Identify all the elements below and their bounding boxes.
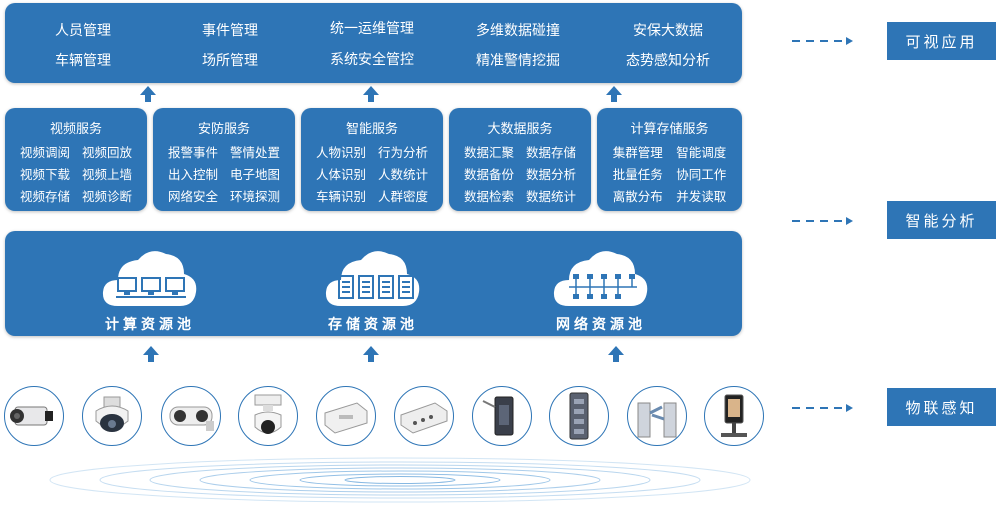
service-item: 环境探测 — [229, 190, 280, 204]
app-item[interactable]: 场所管理 — [202, 52, 258, 68]
service-item: 协同工作 — [676, 168, 727, 182]
service-item: 出入控制 — [167, 168, 218, 182]
service-item: 数据存储 — [525, 146, 576, 160]
service-item: 警情处置 — [229, 146, 280, 160]
app-item[interactable]: 态势感知分析 — [626, 52, 710, 68]
service-item: 视频存储 — [19, 190, 70, 204]
app-item[interactable]: 人员管理 — [55, 22, 111, 38]
resource-pool-panel: 计算资源池 存储资源池 网络资源池 — [5, 231, 742, 336]
box-camera-icon[interactable] — [4, 386, 64, 446]
dashed-arrow-icon — [792, 217, 853, 225]
service-item: 车辆识别 — [315, 190, 366, 204]
signal-ripples-icon — [49, 457, 751, 503]
access-controller-icon[interactable] — [316, 386, 376, 446]
service-item: 集群管理 — [612, 146, 663, 160]
service-item: 人体识别 — [315, 168, 366, 182]
app-item[interactable]: 精准警情挖掘 — [476, 52, 560, 68]
service-box-security[interactable]: 安防服务 报警事件 警情处置 出入控制 电子地图 网络安全 环境探测 — [153, 108, 295, 211]
up-arrow-icon — [608, 346, 624, 362]
up-arrow-icon — [143, 346, 159, 362]
service-item: 视频下载 — [19, 168, 70, 182]
door-access-panel-icon[interactable] — [549, 386, 609, 446]
service-item: 数据备份 — [463, 168, 514, 182]
computer-cluster-icon — [102, 251, 197, 306]
service-item: 数据统计 — [525, 190, 576, 204]
service-item: 智能调度 — [676, 146, 727, 160]
app-item[interactable]: 系统安全管控 — [330, 51, 414, 67]
service-item: 行为分析 — [377, 146, 428, 160]
service-title: 大数据服务 — [487, 121, 553, 136]
application-panel: 人员管理 车辆管理 事件管理 场所管理 统一运维管理 系统安全管控 多维数据碰撞… — [5, 3, 742, 83]
up-arrow-icon — [363, 86, 379, 102]
service-item: 数据分析 — [525, 168, 576, 182]
face-recognition-terminal-icon[interactable] — [704, 386, 764, 446]
up-arrow-icon — [140, 86, 156, 102]
multi-lens-camera-icon[interactable] — [161, 386, 221, 446]
layer-label-analysis: 智能分析 — [887, 201, 996, 239]
service-item: 批量任务 — [612, 168, 663, 182]
service-title: 智能服务 — [345, 121, 398, 136]
service-item: 并发读取 — [676, 190, 727, 204]
storage-server-icon — [325, 251, 420, 306]
pool-label: 存储资源池 — [328, 316, 418, 332]
service-title: 安防服务 — [197, 121, 250, 136]
alarm-controller-icon[interactable] — [394, 386, 454, 446]
layer-label-application: 可视应用 — [887, 22, 996, 60]
up-arrow-icon — [606, 86, 622, 102]
service-title: 视频服务 — [49, 121, 102, 136]
service-item: 人物识别 — [315, 146, 366, 160]
up-arrow-icon — [363, 346, 379, 362]
service-item: 人数统计 — [377, 168, 428, 182]
service-box-bigdata[interactable]: 大数据服务 数据汇聚 数据存储 数据备份 数据分析 数据检索 数据统计 — [449, 108, 591, 211]
service-item: 网络安全 — [167, 190, 218, 204]
app-item[interactable]: 统一运维管理 — [330, 20, 414, 36]
service-item: 视频调阅 — [19, 146, 70, 160]
service-item: 数据检索 — [463, 190, 514, 204]
service-box-compute-storage[interactable]: 计算存储服务 集群管理 智能调度 批量任务 协同工作 离散分布 并发读取 — [597, 108, 742, 211]
layer-label-perception: 物联感知 — [887, 388, 996, 426]
service-item: 报警事件 — [167, 146, 218, 160]
service-item: 数据汇聚 — [463, 146, 514, 160]
ptz-camera-icon[interactable] — [238, 386, 298, 446]
service-item: 人群密度 — [377, 190, 428, 204]
app-item[interactable]: 多维数据碰撞 — [476, 22, 560, 38]
turnstile-gate-icon[interactable] — [627, 386, 687, 446]
dashed-arrow-icon — [792, 37, 853, 45]
service-item: 视频诊断 — [81, 190, 132, 204]
app-item[interactable]: 事件管理 — [202, 22, 258, 38]
service-box-intelligent[interactable]: 智能服务 人物识别 行为分析 人体识别 人数统计 车辆识别 人群密度 — [301, 108, 443, 211]
app-item[interactable]: 车辆管理 — [55, 52, 111, 68]
service-item: 离散分布 — [612, 190, 663, 204]
pool-label: 计算资源池 — [105, 316, 195, 332]
card-reader-icon[interactable] — [472, 386, 532, 446]
network-topology-icon — [553, 251, 648, 306]
pool-label: 网络资源池 — [556, 316, 646, 332]
service-item: 电子地图 — [229, 168, 280, 182]
service-title: 计算存储服务 — [630, 121, 709, 136]
service-box-video[interactable]: 视频服务 视频调阅 视频回放 视频下载 视频上墙 视频存储 视频诊断 — [5, 108, 147, 211]
service-item: 视频回放 — [81, 146, 132, 160]
dome-camera-icon[interactable] — [82, 386, 142, 446]
app-item[interactable]: 安保大数据 — [633, 22, 703, 38]
service-item: 视频上墙 — [81, 168, 132, 182]
dashed-arrow-icon — [792, 404, 853, 412]
